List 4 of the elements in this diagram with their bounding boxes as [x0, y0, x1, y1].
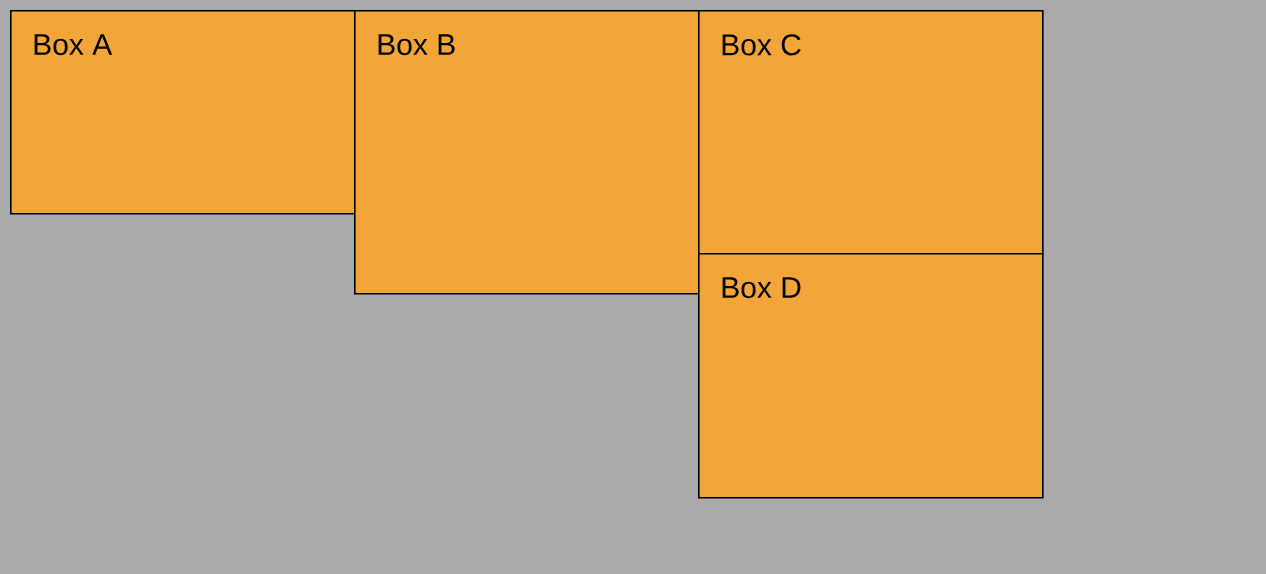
box: Box D — [698, 253, 1044, 499]
box: Box A — [10, 10, 356, 215]
box: Box B — [354, 10, 700, 295]
box: Box C — [698, 10, 1044, 255]
